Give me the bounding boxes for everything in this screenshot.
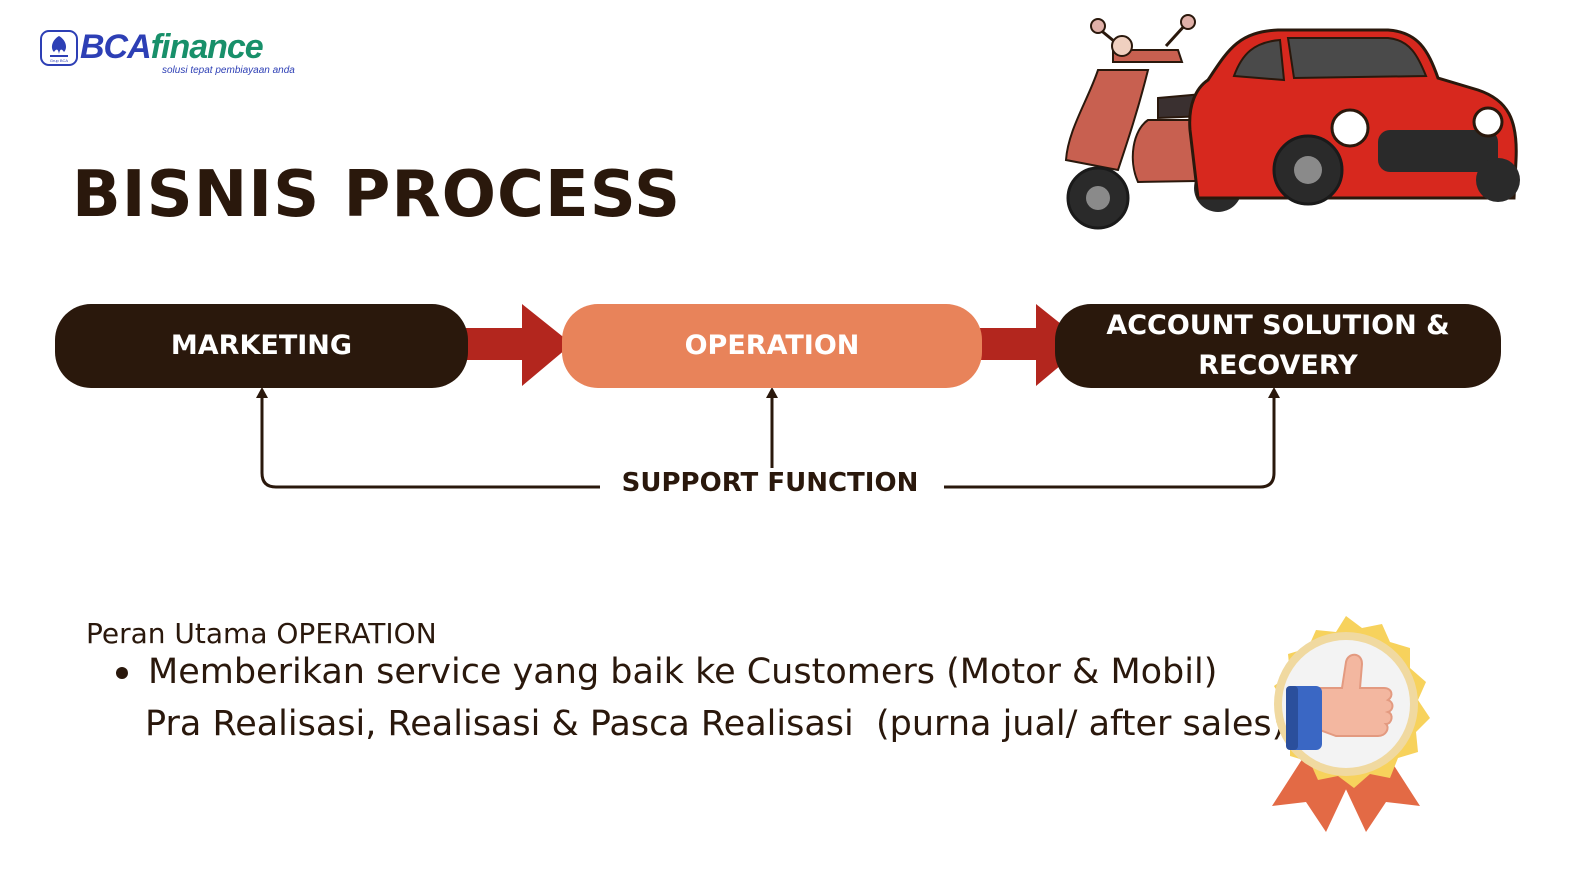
account-solution-box: ACCOUNT SOLUTION & RECOVERY (1055, 304, 1501, 388)
brand-wordmark: BCAfinance (80, 28, 264, 67)
marketing-box: MARKETING (55, 304, 468, 388)
account-label-line2: RECOVERY (1198, 350, 1358, 381)
bullet-dot-icon (116, 667, 128, 679)
operation-label: OPERATION (684, 330, 860, 361)
brand-finance: finance (150, 28, 264, 66)
brand-tagline: solusi tepat pembiayaan anda (162, 65, 295, 76)
vehicles-illustration-icon (1064, 14, 1520, 230)
bca-finance-logo: Grup BCA BCAfinance solusi tepat pembiay… (40, 28, 310, 80)
arrow-marketing-to-operation-icon (466, 304, 572, 386)
bca-emblem-icon: Grup BCA (40, 30, 78, 66)
marketing-label: MARKETING (170, 330, 353, 361)
page-title: BISNIS PROCESS (72, 158, 682, 232)
operation-box: OPERATION (562, 304, 982, 388)
account-label-line1: ACCOUNT SOLUTION & (1106, 310, 1450, 341)
support-lines (260, 394, 1276, 489)
section-heading: Peran Utama OPERATION (86, 617, 437, 650)
bullet-line-1: Memberikan service yang baik ke Customer… (148, 652, 1218, 692)
support-arrowheads (256, 387, 1280, 398)
svg-text:Grup BCA: Grup BCA (50, 58, 69, 63)
car-icon (1188, 28, 1520, 206)
bullet-line-2: Pra Realisasi, Realisasi & Pasca Realisa… (145, 704, 1286, 744)
support-function-label: SUPPORT FUNCTION (621, 468, 919, 498)
thumbs-up-award-badge-icon (1272, 616, 1430, 832)
brand-bca: BCA (80, 28, 152, 66)
